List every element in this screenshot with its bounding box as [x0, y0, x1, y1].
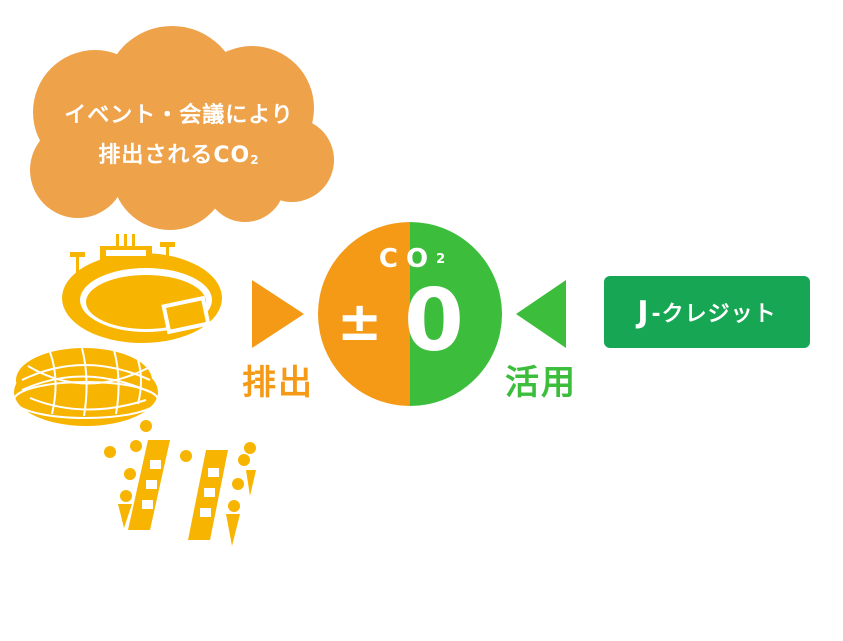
co2-main: CO	[378, 244, 437, 274]
stadium-icon	[62, 234, 222, 343]
j-credit-text: -クレジット	[651, 302, 777, 327]
arrow-left-icon	[516, 280, 566, 348]
co2-sub: 2	[436, 252, 446, 267]
dome-icon	[13, 347, 159, 426]
co2-label: CO2	[362, 244, 462, 274]
plus-minus-sign: ±	[337, 290, 383, 353]
cloud-caption: イベント・会議により 排出されるCO2	[34, 96, 324, 180]
j-credit-letter: J	[637, 294, 650, 330]
cloud-line-2-main: 排出されるCO	[98, 143, 251, 168]
arrow-right-icon	[252, 280, 304, 348]
meeting-room-icon	[104, 420, 256, 546]
j-credit-badge: J-クレジット	[604, 276, 810, 348]
zero-value: 0	[404, 271, 464, 371]
balance-circle	[318, 222, 502, 406]
utilization-label: 活用	[505, 363, 577, 403]
cloud-line-2: 排出されるCO2	[34, 136, 324, 180]
cloud-line-2-sub: 2	[250, 153, 260, 167]
cloud-shape	[30, 26, 334, 230]
cloud-line-1: イベント・会議により	[64, 103, 294, 128]
emission-label: 排出	[242, 363, 314, 403]
